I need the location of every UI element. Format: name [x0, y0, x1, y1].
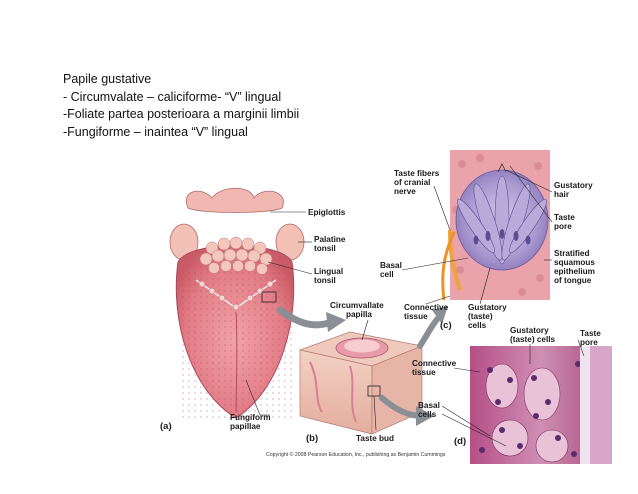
label-gustatory-cells-d-1: Gustatory	[510, 326, 549, 335]
panel-c-letter: (c)	[440, 320, 452, 331]
copyright-notice: Copyright © 2008 Pearson Education, Inc.…	[266, 451, 446, 458]
taste-bud-anatomy-figure: Epiglottis Palatine tonsil Lingual tonsi…	[160, 150, 612, 464]
label-circumvallate-papilla-1: Circumvallate	[330, 301, 384, 310]
label-palatine-tonsil-1: Palatine	[314, 235, 346, 244]
label-lingual-tonsil-1: Lingual	[314, 267, 343, 276]
label-gustatory-cells-c-1: Gustatory	[468, 303, 507, 312]
label-palatine-tonsil-2: tonsil	[314, 244, 336, 253]
label-gustatory-hair-2: hair	[554, 190, 570, 199]
label-basal-cell-1: Basal	[380, 261, 402, 270]
bullet-fungiform: -Fungiforme – inaintea “V” lingual	[63, 124, 248, 139]
label-stratified-2: squamous	[554, 258, 595, 267]
label-gustatory-cells-d-2: (taste) cells	[510, 335, 555, 344]
label-gustatory-cells-c-3: cells	[468, 321, 487, 330]
label-basal-cells-d-1: Basal	[418, 401, 440, 410]
tongue-illustration	[169, 187, 305, 419]
label-circumvallate-papilla-2: papilla	[346, 310, 372, 319]
label-stratified-4: of tongue	[554, 276, 592, 285]
label-basal-cell-2: cell	[380, 270, 394, 279]
label-lingual-tonsil-2: tonsil	[314, 276, 336, 285]
label-taste-bud: Taste bud	[356, 434, 394, 443]
bullet-circumvallate: - Circumvalate – caliciforme- “V” lingua…	[63, 89, 282, 104]
panel-a-letter: (a)	[160, 421, 172, 432]
label-basal-cells-d-2: cells	[418, 410, 437, 419]
label-stratified-1: Stratified	[554, 249, 590, 258]
label-taste-pore-d-1: Taste	[580, 329, 601, 338]
panel-d-letter: (d)	[454, 436, 466, 447]
label-taste-fibers-3: nerve	[394, 187, 416, 196]
label-stratified-3: epithelium	[554, 267, 595, 276]
panel-b-letter: (b)	[306, 433, 318, 444]
label-taste-pore-d-2: pore	[580, 338, 598, 347]
label-connective-c-2: tissue	[404, 312, 428, 321]
label-gustatory-hair-1: Gustatory	[554, 181, 593, 190]
label-taste-pore-c-1: Taste	[554, 213, 575, 222]
label-fungiform-papillae-2: papillae	[230, 422, 261, 431]
label-taste-fibers-2: of cranial	[394, 178, 430, 187]
taste-bud-micrograph	[470, 346, 612, 464]
label-connective-d-2: tissue	[412, 368, 436, 377]
circumvallate-papilla-block	[298, 331, 424, 435]
label-connective-d-1: Connective	[412, 359, 457, 368]
slide-bullet-text: Papile gustative - Circumvalate – calici…	[63, 71, 299, 141]
label-gustatory-cells-c-2: (taste)	[468, 312, 493, 321]
slide-heading: Papile gustative	[63, 72, 152, 86]
label-taste-fibers-1: Taste fibers	[394, 169, 440, 178]
label-taste-pore-c-2: pore	[554, 222, 572, 231]
taste-bud-schematic	[441, 150, 550, 301]
label-fungiform-papillae-1: Fungiform	[230, 413, 270, 422]
bullet-foliate: -Foliate partea posterioara a marginii l…	[63, 107, 300, 121]
label-epiglottis: Epiglottis	[308, 208, 346, 217]
label-connective-c-1: Connective	[404, 303, 449, 312]
